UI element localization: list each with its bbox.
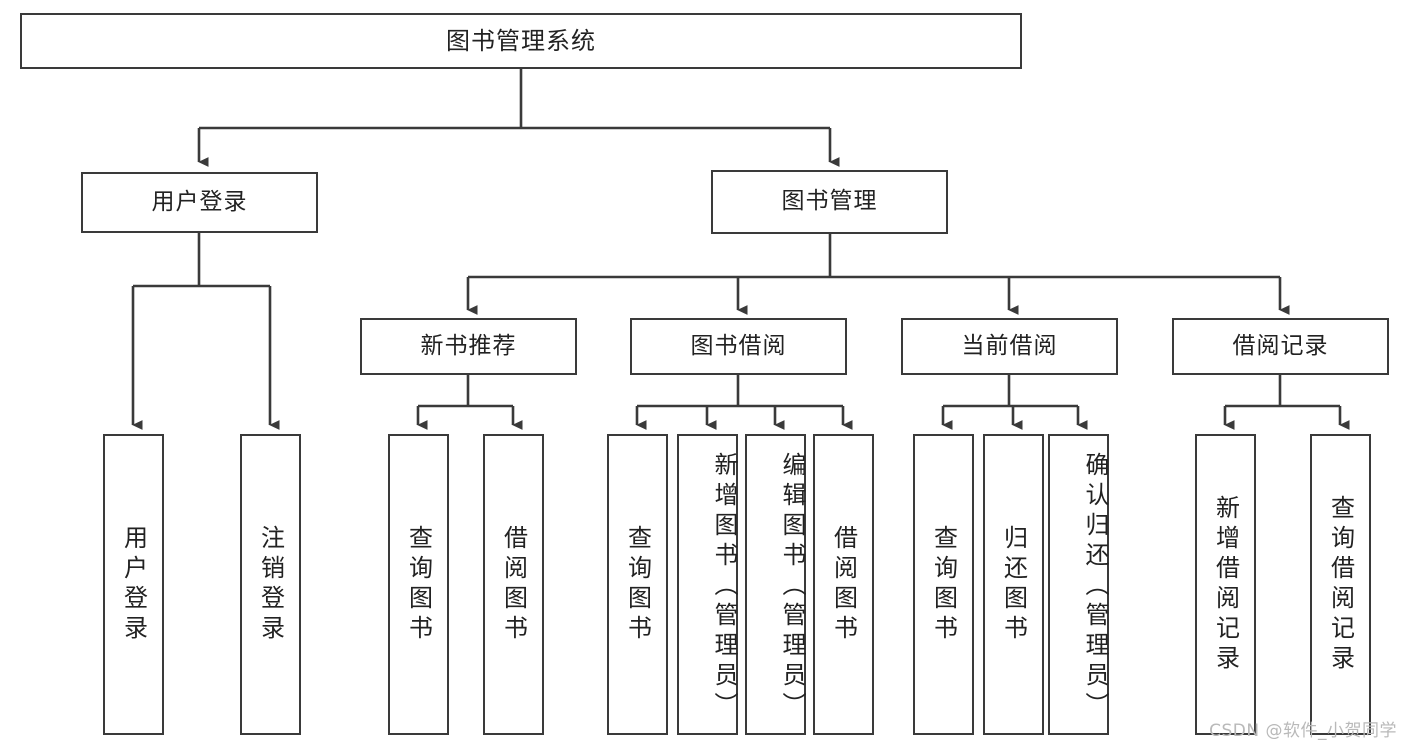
leaf-current-return-book[interactable]: 归还图书	[983, 434, 1044, 735]
leaf-new-book-borrow[interactable]: 借阅图书	[483, 434, 544, 735]
leaf-borrow-edit-book-admin[interactable]: 编辑图书（管理员）	[745, 434, 806, 735]
node-root-system[interactable]: 图书管理系统	[20, 13, 1022, 69]
leaf-borrow-borrow-book[interactable]: 借阅图书	[813, 434, 874, 735]
leaf-borrow-query-book[interactable]: 查询图书	[607, 434, 668, 735]
leaf-borrow-add-book-admin[interactable]: 新增图书（管理员）	[677, 434, 738, 735]
node-book-borrow[interactable]: 图书借阅	[630, 318, 847, 375]
node-new-book-recommend[interactable]: 新书推荐	[360, 318, 577, 375]
leaf-current-confirm-return-admin[interactable]: 确认归还（管理员）	[1048, 434, 1109, 735]
leaf-user-login[interactable]: 用户登录	[103, 434, 164, 735]
leaf-user-logout[interactable]: 注销登录	[240, 434, 301, 735]
leaf-new-book-query[interactable]: 查询图书	[388, 434, 449, 735]
node-borrow-record[interactable]: 借阅记录	[1172, 318, 1389, 375]
watermark: CSDN @软件_小贺同学	[1209, 721, 1397, 741]
node-current-borrow[interactable]: 当前借阅	[901, 318, 1118, 375]
leaf-record-add[interactable]: 新增借阅记录	[1195, 434, 1256, 735]
leaf-record-query[interactable]: 查询借阅记录	[1310, 434, 1371, 735]
node-book-management[interactable]: 图书管理	[711, 170, 948, 234]
node-user-login[interactable]: 用户登录	[81, 172, 318, 233]
leaf-current-query-book[interactable]: 查询图书	[913, 434, 974, 735]
